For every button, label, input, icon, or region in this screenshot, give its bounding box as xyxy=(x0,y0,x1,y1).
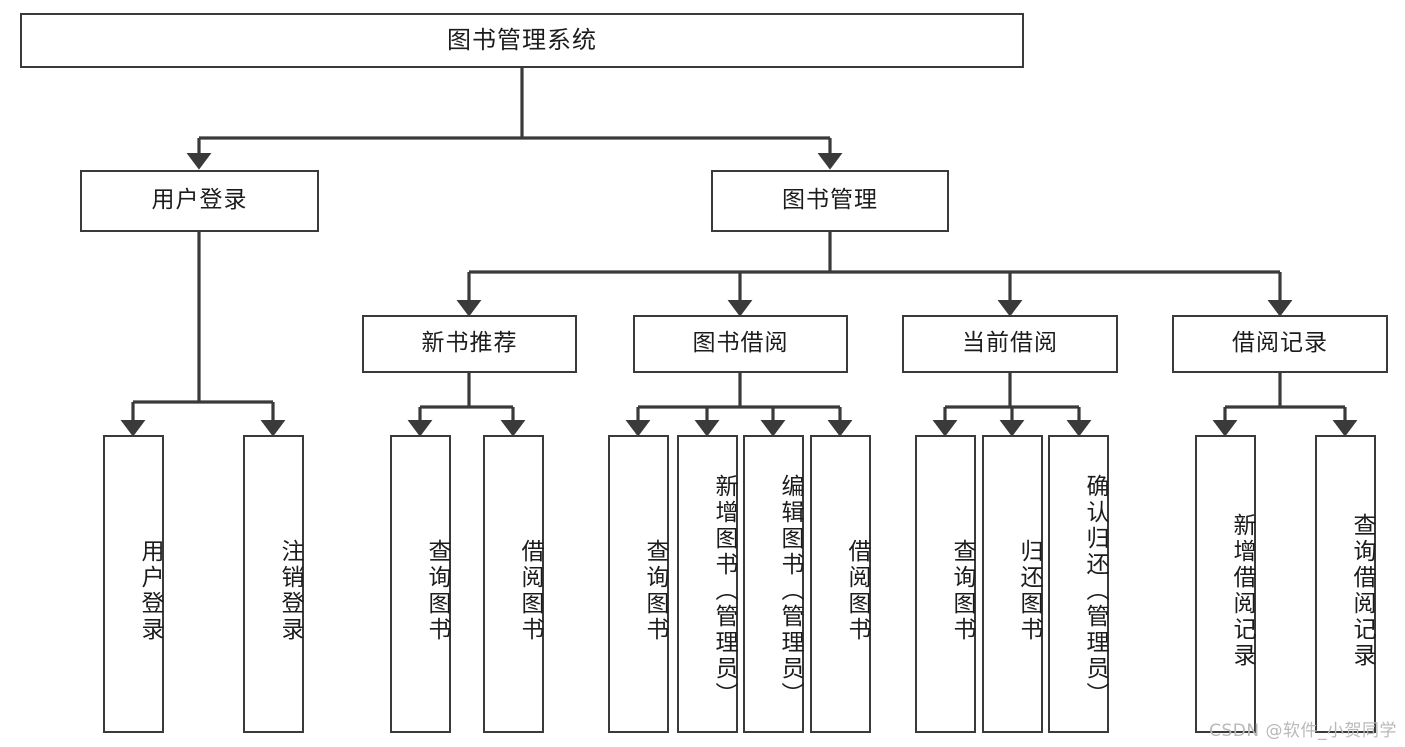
node-label: 查询图书 xyxy=(642,539,668,643)
node-label: 新增借阅记录 xyxy=(1229,513,1255,669)
leaf-confirm-return-admin[interactable]: 确认归还（管理员） xyxy=(1048,435,1109,733)
node-label: 查询图书 xyxy=(949,539,975,643)
leaf-user-login[interactable]: 用户登录 xyxy=(103,435,164,733)
node-label: 图书管理系统 xyxy=(447,26,597,55)
leaf-query-book-borrow[interactable]: 查询图书 xyxy=(608,435,669,733)
node-label: 查询图书 xyxy=(424,539,450,643)
node-user-login[interactable]: 用户登录 xyxy=(80,170,319,232)
node-label: 用户登录 xyxy=(151,187,248,214)
node-label: 图书管理 xyxy=(782,187,878,214)
node-label: 当前借阅 xyxy=(962,330,1058,357)
leaf-logout[interactable]: 注销登录 xyxy=(243,435,304,733)
leaf-add-book-admin[interactable]: 新增图书（管理员） xyxy=(677,435,738,733)
node-label: 确认归还（管理员） xyxy=(1082,474,1108,708)
node-label: 图书借阅 xyxy=(692,330,789,357)
node-label: 新增图书（管理员） xyxy=(711,474,737,708)
leaf-query-borrow-record[interactable]: 查询借阅记录 xyxy=(1315,435,1376,733)
node-book-borrow[interactable]: 图书借阅 xyxy=(633,315,848,373)
node-label: 编辑图书（管理员） xyxy=(777,474,803,708)
leaf-add-borrow-record[interactable]: 新增借阅记录 xyxy=(1195,435,1256,733)
node-label: 借阅图书 xyxy=(517,539,543,643)
node-borrow-record[interactable]: 借阅记录 xyxy=(1172,315,1388,373)
leaf-borrow-book[interactable]: 借阅图书 xyxy=(810,435,871,733)
node-current-borrow[interactable]: 当前借阅 xyxy=(902,315,1118,373)
node-label: 借阅记录 xyxy=(1232,330,1328,357)
leaf-query-book-recommend[interactable]: 查询图书 xyxy=(390,435,451,733)
node-new-book-recommend[interactable]: 新书推荐 xyxy=(362,315,577,373)
leaf-edit-book-admin[interactable]: 编辑图书（管理员） xyxy=(743,435,804,733)
node-label: 借阅图书 xyxy=(844,539,870,643)
node-label: 查询借阅记录 xyxy=(1349,513,1375,669)
node-book-management[interactable]: 图书管理 xyxy=(711,170,949,232)
node-label: 新书推荐 xyxy=(421,330,518,357)
watermark: CSDN @软件_小贺同学 xyxy=(1209,721,1397,741)
node-root-system[interactable]: 图书管理系统 xyxy=(20,13,1024,68)
leaf-return-book[interactable]: 归还图书 xyxy=(982,435,1043,733)
node-label: 用户登录 xyxy=(137,539,163,643)
leaf-query-book-current[interactable]: 查询图书 xyxy=(915,435,976,733)
node-label: 归还图书 xyxy=(1016,539,1042,643)
leaf-borrow-book-recommend[interactable]: 借阅图书 xyxy=(483,435,544,733)
node-label: 注销登录 xyxy=(277,539,303,643)
